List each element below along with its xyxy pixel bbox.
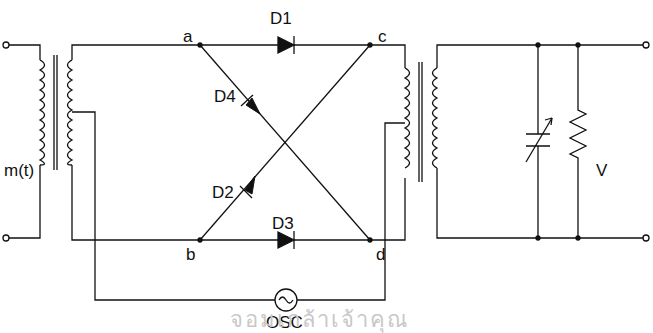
- signal-label: m(t): [4, 162, 34, 179]
- output-label: V: [596, 162, 607, 179]
- terminal-label: c: [378, 28, 387, 45]
- diode-label: D1: [270, 10, 292, 27]
- diode-label: D3: [272, 215, 294, 232]
- terminal-label: d: [376, 246, 385, 263]
- watermark: จอมเกล้าเจ้าคุณ: [230, 309, 409, 331]
- terminal-label: a: [183, 28, 192, 45]
- diode-label: D2: [212, 184, 234, 201]
- terminal-label: b: [186, 246, 195, 263]
- diode-label: D4: [214, 88, 236, 105]
